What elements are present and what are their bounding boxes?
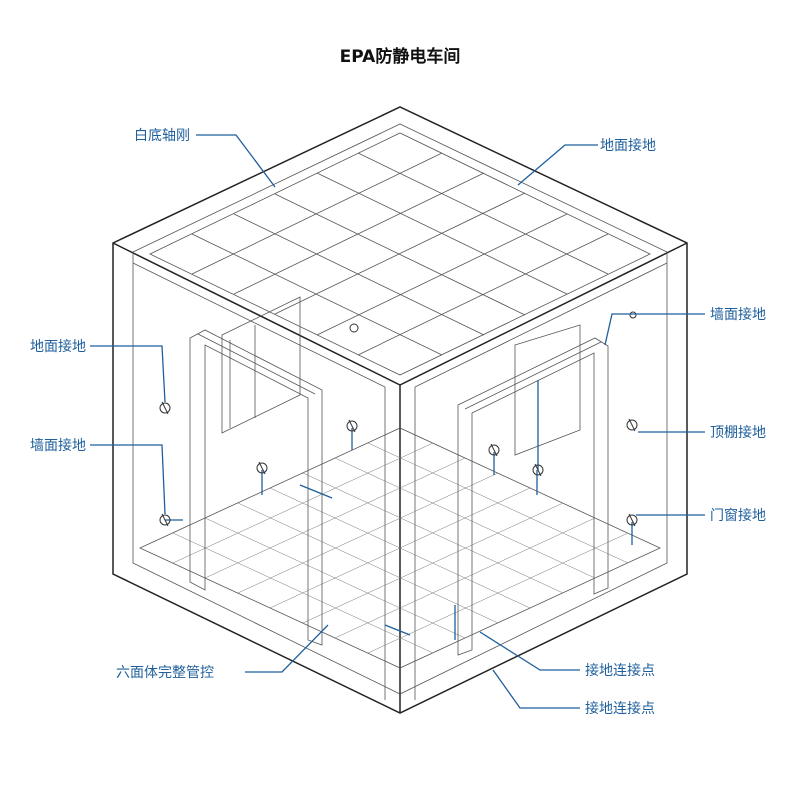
ground-posts — [165, 380, 633, 545]
ground-symbol-icon — [159, 311, 638, 527]
label-top-left: 白底轴刚 — [134, 128, 190, 144]
left-door-frame — [189, 296, 323, 646]
label-left-upper: 地面接地 — [30, 338, 86, 355]
label-bottom-right-2: 接地连接点 — [585, 700, 655, 717]
label-right-3: 门窗接地 — [710, 507, 766, 524]
label-bottom-left: 六面体完整管控 — [116, 665, 214, 681]
callout-labels: 白底轴刚 地面接地 地面接地 墙面接地 墙面接地 顶棚接地 门窗接地 六面体完整… — [30, 128, 766, 717]
diagram-title: EPA防静电车间 — [339, 47, 461, 67]
label-right-1: 墙面接地 — [710, 306, 766, 323]
ceiling-grid — [149, 132, 651, 376]
cube-outline — [112, 106, 688, 714]
label-right-2: 顶棚接地 — [710, 424, 766, 441]
floor-grid — [139, 427, 661, 669]
label-left-lower: 墙面接地 — [30, 437, 86, 454]
label-top-right: 地面接地 — [600, 137, 656, 154]
label-bottom-right-1: 接地连接点 — [585, 662, 655, 679]
right-door-frame — [457, 324, 609, 656]
leader-lines — [90, 134, 705, 709]
